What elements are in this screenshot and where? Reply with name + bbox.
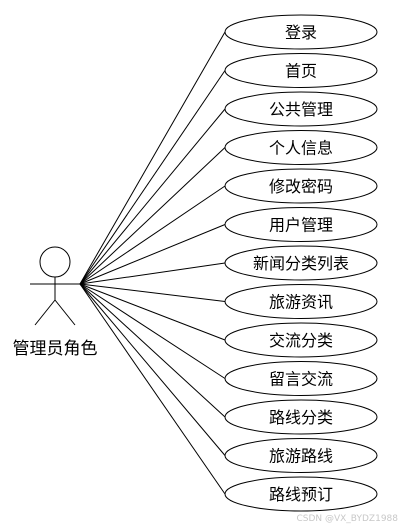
actor-head — [39, 246, 71, 278]
use-case-ellipse — [224, 245, 378, 281]
association-line — [79, 31, 226, 285]
watermark: CSDN @VX_BYDZ1988 — [296, 514, 398, 524]
use-case: 新闻分类列表 — [224, 245, 378, 281]
association-line — [79, 147, 226, 285]
use-case-ellipse — [224, 14, 378, 50]
association-line — [79, 283, 226, 495]
use-case-ellipse — [224, 438, 378, 473]
use-case-ellipse — [224, 322, 378, 358]
use-case: 路线分类 — [224, 399, 378, 435]
use-case-label: 交流分类 — [269, 331, 333, 350]
actor-right-leg — [54, 299, 76, 326]
association-line — [79, 224, 226, 285]
use-case-ellipse — [224, 284, 378, 319]
association-line — [79, 283, 226, 302]
use-case: 路线预订 — [224, 476, 378, 512]
use-case-ellipse — [224, 91, 378, 127]
actor-label: 管理员角色 — [13, 339, 98, 359]
association-line — [79, 283, 226, 379]
use-case-label: 路线预订 — [269, 485, 333, 504]
association-line — [79, 185, 226, 285]
use-case-ellipse — [224, 168, 378, 204]
use-case-label: 个人信息 — [269, 139, 333, 158]
use-case: 交流分类 — [224, 322, 378, 358]
use-case: 旅游资讯 — [224, 284, 378, 319]
use-case-label: 路线分类 — [269, 408, 333, 427]
use-case-label: 用户管理 — [269, 216, 333, 235]
use-case-label: 旅游资讯 — [269, 293, 333, 312]
use-case: 用户管理 — [224, 207, 378, 242]
use-case: 登录 — [224, 14, 378, 50]
use-case-label: 首页 — [285, 62, 317, 81]
use-case-label: 修改密码 — [269, 177, 333, 196]
use-case-ellipse — [224, 53, 378, 88]
association-line — [79, 108, 226, 285]
use-case: 首页 — [224, 53, 378, 88]
association-line — [79, 262, 226, 285]
use-case-ellipse — [224, 476, 378, 512]
association-line — [79, 283, 226, 341]
use-case: 公共管理 — [224, 91, 378, 127]
use-case-label: 旅游路线 — [269, 447, 333, 466]
use-case-list: 登录首页公共管理个人信息修改密码用户管理新闻分类列表旅游资讯交流分类留言交流路线… — [224, 14, 378, 512]
use-case: 旅游路线 — [224, 438, 378, 473]
actor-left-leg — [34, 299, 56, 326]
association-lines — [79, 31, 226, 495]
use-case: 留言交流 — [224, 361, 378, 396]
use-case-label: 登录 — [285, 23, 317, 42]
use-case: 修改密码 — [224, 168, 378, 204]
association-line — [79, 283, 226, 456]
association-line — [79, 70, 226, 285]
use-case-label: 公共管理 — [269, 100, 333, 119]
actor-figure: 管理员角色 — [13, 246, 98, 359]
association-line — [79, 283, 226, 418]
use-case-ellipse — [224, 207, 378, 242]
use-case-label: 新闻分类列表 — [253, 254, 349, 273]
use-case: 个人信息 — [224, 130, 378, 165]
use-case-ellipse — [224, 399, 378, 435]
use-case-label: 留言交流 — [269, 370, 333, 389]
use-case-ellipse — [224, 361, 378, 396]
use-case-ellipse — [224, 130, 378, 165]
